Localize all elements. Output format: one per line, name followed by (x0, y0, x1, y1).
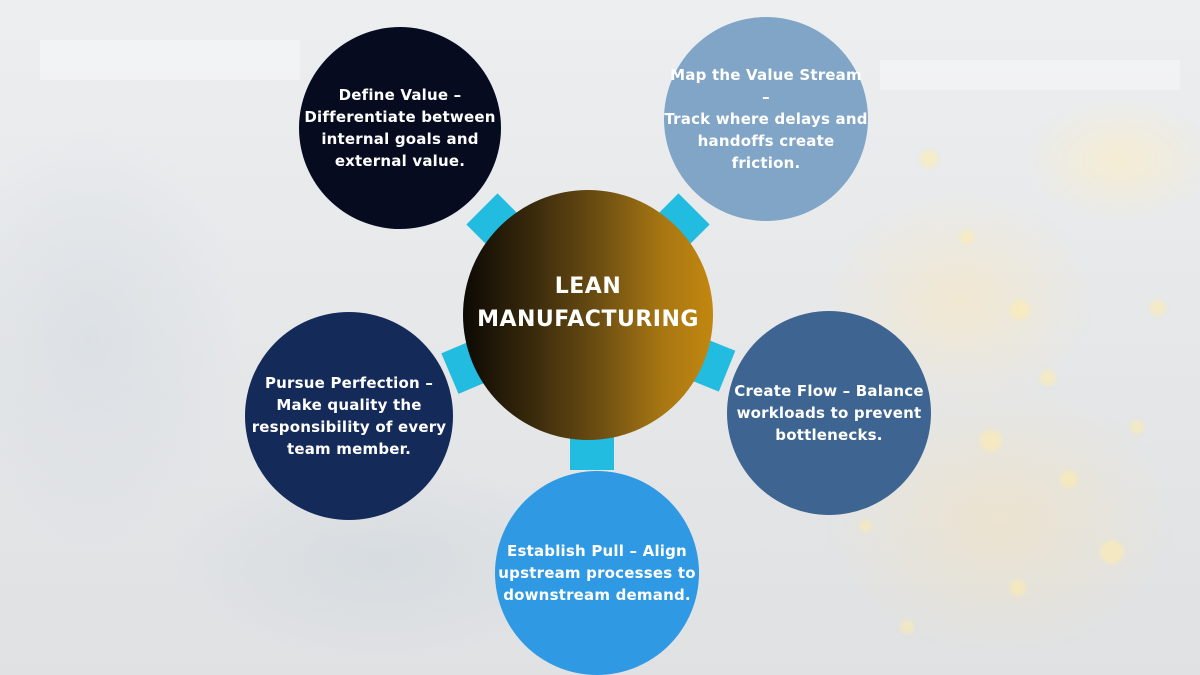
define-value-text: Define Value – Differentiate between int… (304, 86, 496, 170)
map-value-stream-node: Map the Value Stream – Track where delay… (664, 17, 868, 221)
establish-pull-node: Establish Pull – Align upstream processe… (495, 471, 699, 675)
establish-pull-text: Establish Pull – Align upstream processe… (498, 542, 696, 604)
define-value-node: Define Value – Differentiate between int… (299, 27, 501, 229)
lean-manufacturing-hub: LEAN MANUFACTURING (463, 190, 713, 440)
hub-title: LEAN MANUFACTURING (477, 274, 699, 332)
pursue-perfection-node: Pursue Perfection – Make quality the res… (245, 312, 453, 520)
map-value-stream-text: Map the Value Stream – Track where delay… (664, 66, 868, 172)
create-flow-text: Create Flow – Balance workloads to preve… (734, 382, 924, 444)
pursue-perfection-text: Pursue Perfection – Make quality the res… (251, 374, 447, 458)
create-flow-node: Create Flow – Balance workloads to preve… (727, 311, 931, 515)
